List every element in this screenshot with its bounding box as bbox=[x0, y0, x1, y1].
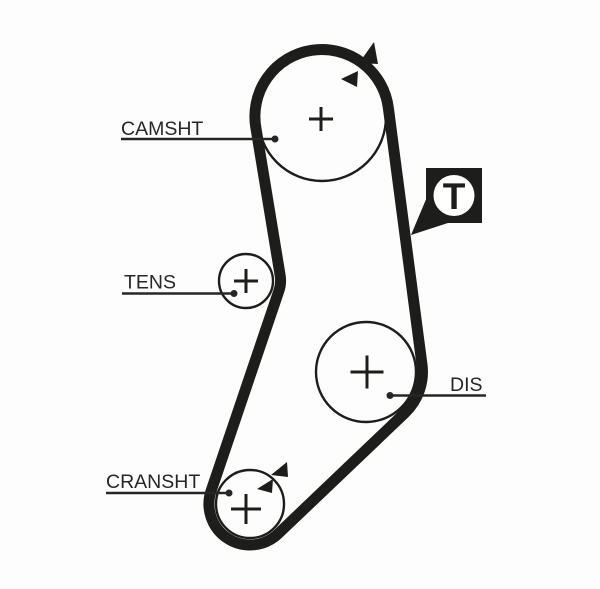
crankshaft-rotation-arrow-outer-icon bbox=[271, 462, 288, 477]
timing-mark-badge: T bbox=[411, 168, 482, 235]
crankshaft-leader-dot bbox=[225, 489, 233, 497]
distributor-center-cross bbox=[350, 355, 384, 389]
camshaft-rotation-arrow-outer-icon bbox=[359, 42, 378, 64]
crankshaft-center-cross bbox=[231, 494, 261, 524]
belt-path bbox=[203, 44, 428, 551]
distributor-leader-dot bbox=[386, 392, 394, 399]
camshaft-center-cross bbox=[309, 107, 333, 131]
camshaft-label: CAMSHT bbox=[121, 118, 203, 140]
crankshaft-pulley bbox=[214, 468, 286, 540]
distributor-pulley bbox=[314, 320, 418, 424]
tensioner-pulley bbox=[217, 252, 275, 310]
crankshaft-rotation-arrow-inner-icon bbox=[257, 479, 273, 493]
t-badge-letter: T bbox=[443, 176, 466, 217]
tensioner-center-cross bbox=[234, 269, 258, 293]
tensioner-leader-dot bbox=[230, 290, 238, 297]
camshaft-leader-dot bbox=[271, 135, 279, 143]
camshaft-rotation-arrow-inner-icon bbox=[341, 71, 358, 87]
t-badge-circle bbox=[433, 175, 475, 216]
crankshaft-label: CRANSHT bbox=[106, 471, 200, 493]
distributor-label: DIS bbox=[450, 374, 483, 396]
tensioner-label: TENS bbox=[124, 272, 176, 294]
